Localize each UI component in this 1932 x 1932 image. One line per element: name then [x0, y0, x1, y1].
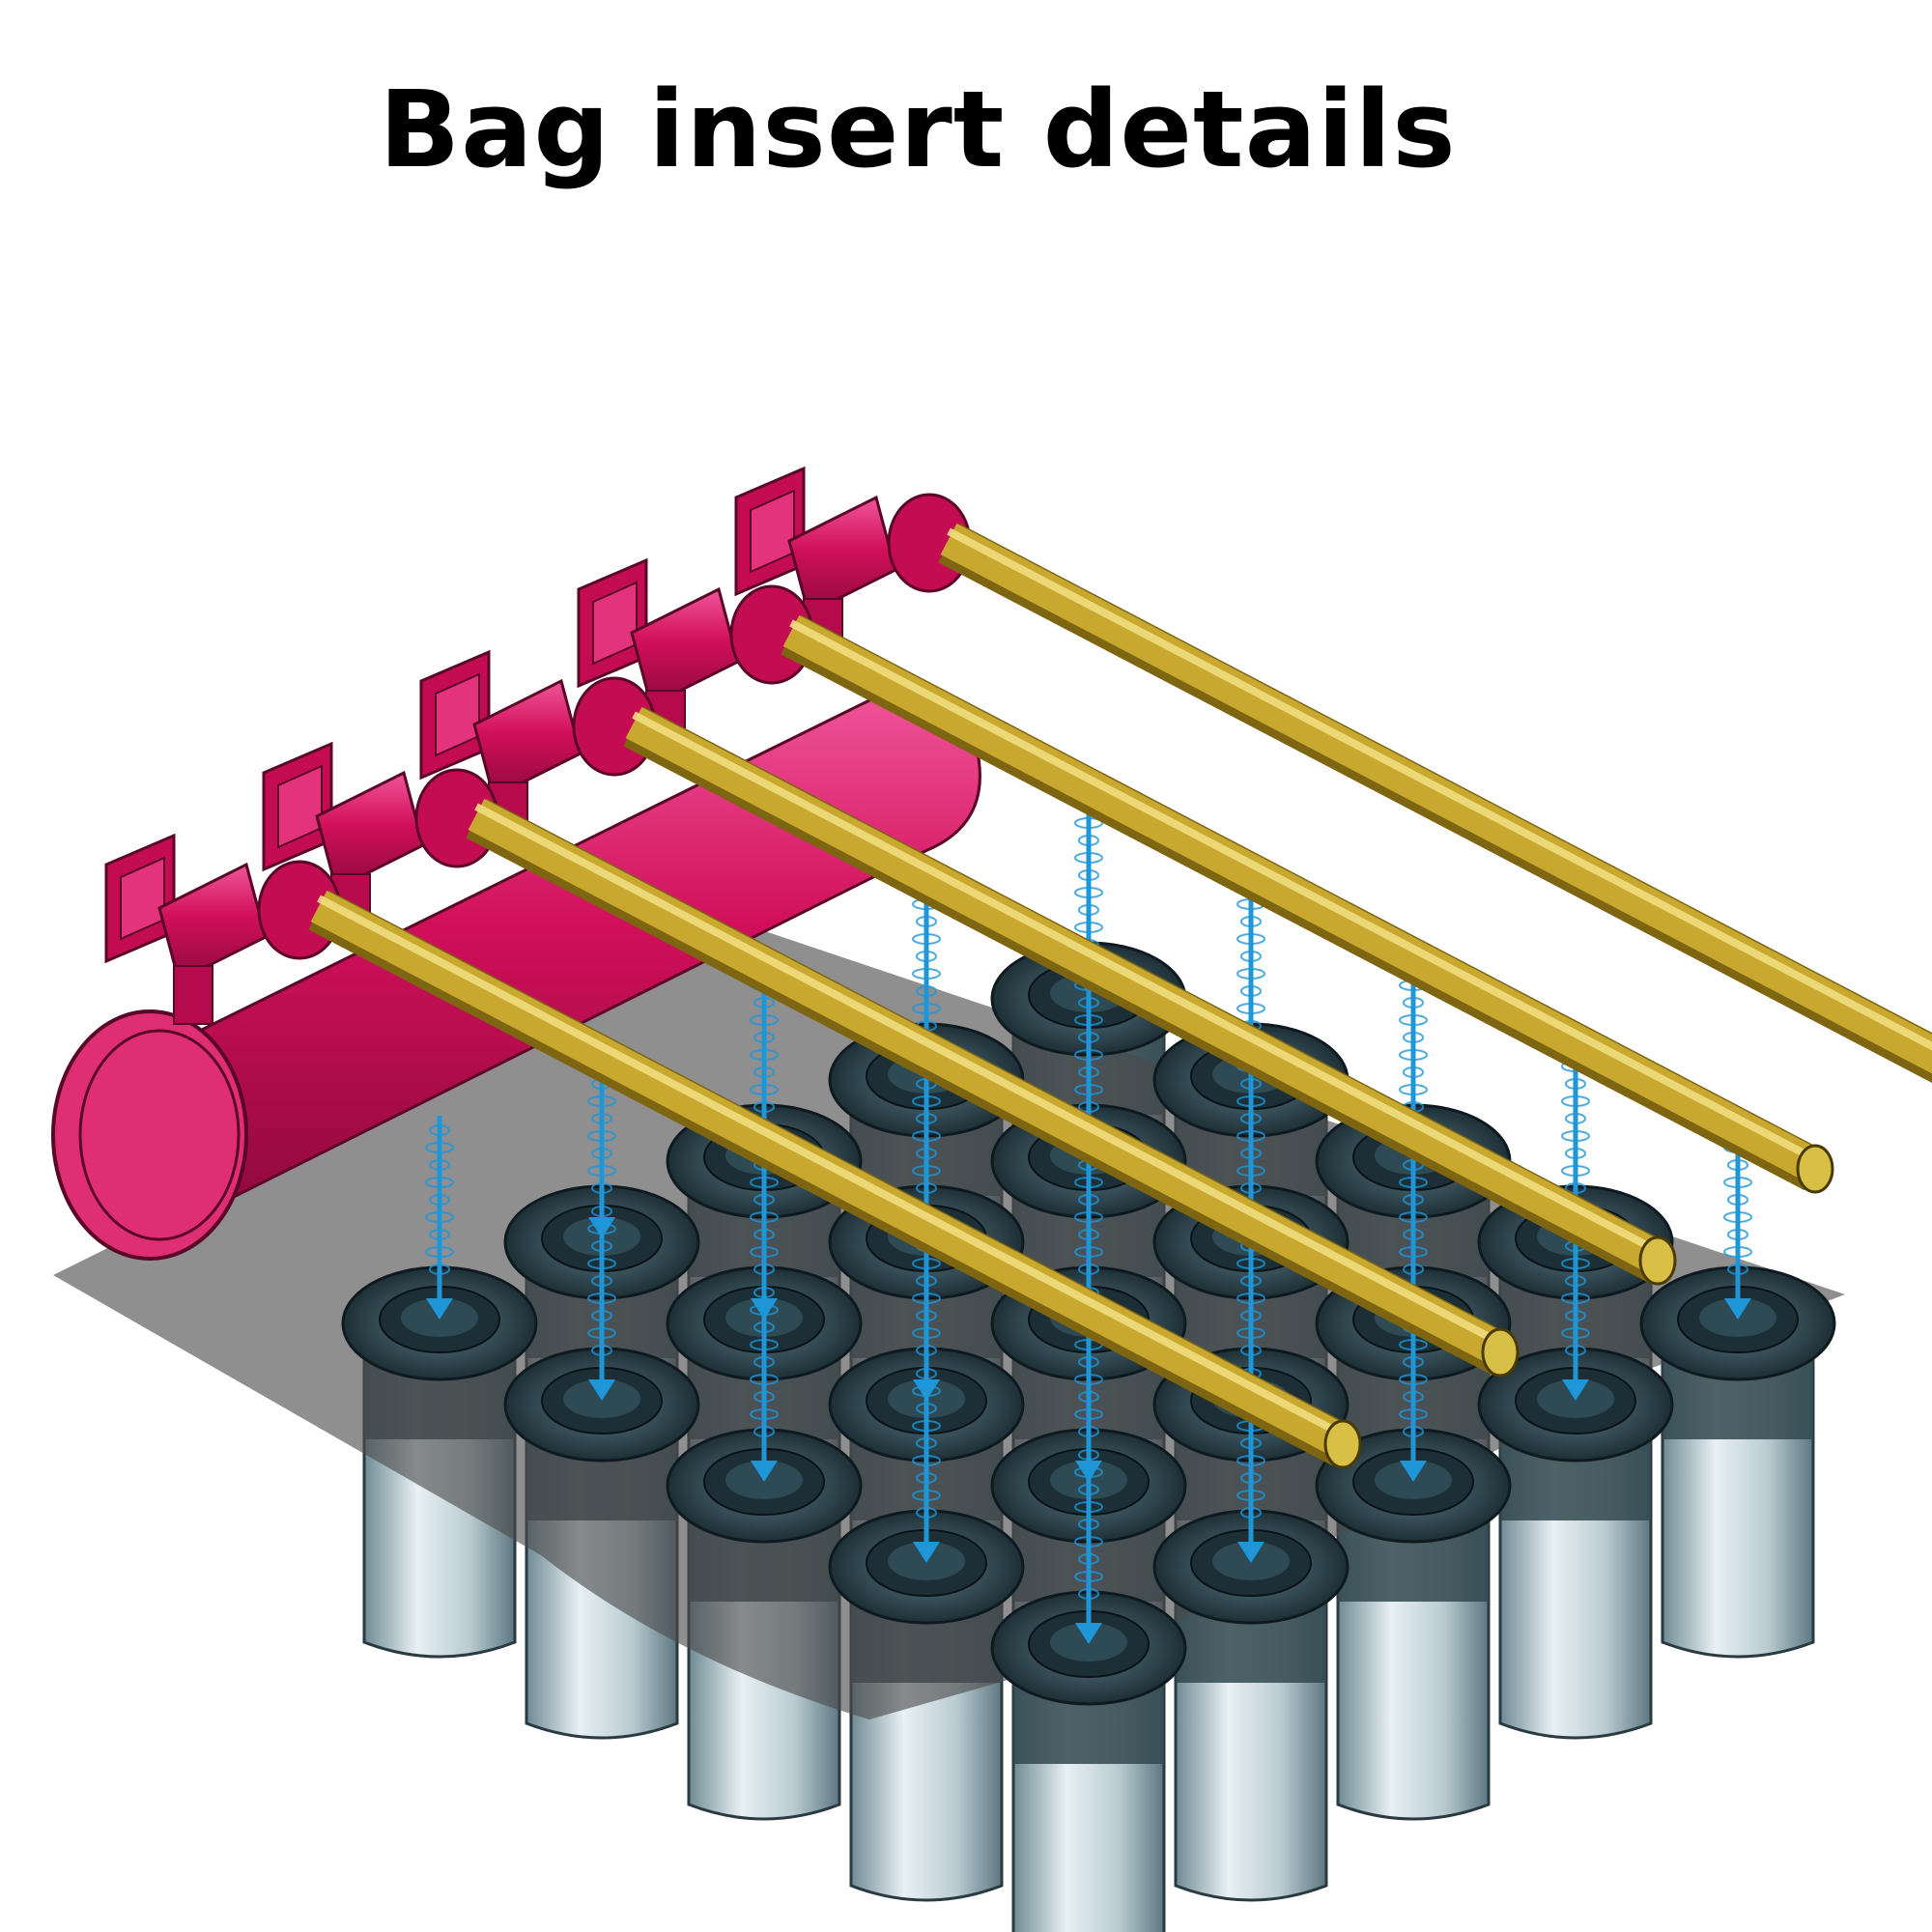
air-pulse [912, 1359, 941, 1563]
blowpipe-end [1481, 1327, 1520, 1378]
down-arrow-icon [913, 1542, 940, 1563]
blowpipe-end [1796, 1144, 1834, 1194]
down-arrow-icon [1724, 1298, 1751, 1320]
blowpipe-highlight [632, 711, 1660, 1255]
blowpipes-group [104, 466, 1932, 1469]
blowpipe-highlight [947, 527, 1932, 1051]
bag-cap [341, 1116, 538, 1381]
air-pulse [425, 1116, 454, 1320]
bag-cap [666, 1278, 863, 1544]
down-arrow-icon [588, 1379, 615, 1401]
bag-cap [1315, 1278, 1512, 1544]
blowpipe-tube [625, 707, 1666, 1274]
blowpipe [781, 614, 1834, 1194]
air-pulse [587, 1197, 616, 1401]
blowpipe-highlight [317, 895, 1345, 1438]
blowpipe-tube [782, 615, 1824, 1182]
blowpipe-highlight [474, 803, 1502, 1347]
page-title: Bag insert details [379, 68, 1457, 191]
down-arrow-icon [1237, 1542, 1264, 1563]
blowpipe-tube [310, 891, 1351, 1458]
bag-cap [990, 1440, 1187, 1706]
blowpipe [623, 706, 1677, 1286]
blowpipe [308, 890, 1362, 1469]
bag-cap [828, 1359, 1025, 1625]
header-tank-end [51, 1009, 248, 1261]
blowpipe [466, 798, 1520, 1378]
blowpipe-end [1638, 1236, 1677, 1286]
down-arrow-icon [426, 1298, 453, 1320]
down-arrow-icon [1075, 1623, 1102, 1644]
bag-cap [503, 1197, 700, 1463]
blowpipe-end [1323, 1419, 1362, 1469]
air-pulse [750, 1278, 779, 1482]
valve-stem [173, 965, 213, 1025]
header-tank-end-rim [78, 1029, 241, 1241]
down-arrow-icon [1562, 1379, 1589, 1401]
tubesheet-plate [53, 927, 1845, 1719]
bag-cap [1477, 1197, 1674, 1463]
tubesheet [53, 927, 1845, 1719]
blowpipe-highlight [789, 619, 1817, 1163]
down-arrow-icon [751, 1461, 778, 1482]
filter-bag [1661, 1321, 1815, 1659]
blowpipe-tube [940, 524, 1932, 1074]
air-pulse [1074, 1440, 1103, 1644]
blowpipe-tube [468, 799, 1509, 1366]
blowpipe [938, 523, 1932, 1083]
bag-cap [1639, 1116, 1836, 1381]
down-arrow-icon [1400, 1461, 1427, 1482]
